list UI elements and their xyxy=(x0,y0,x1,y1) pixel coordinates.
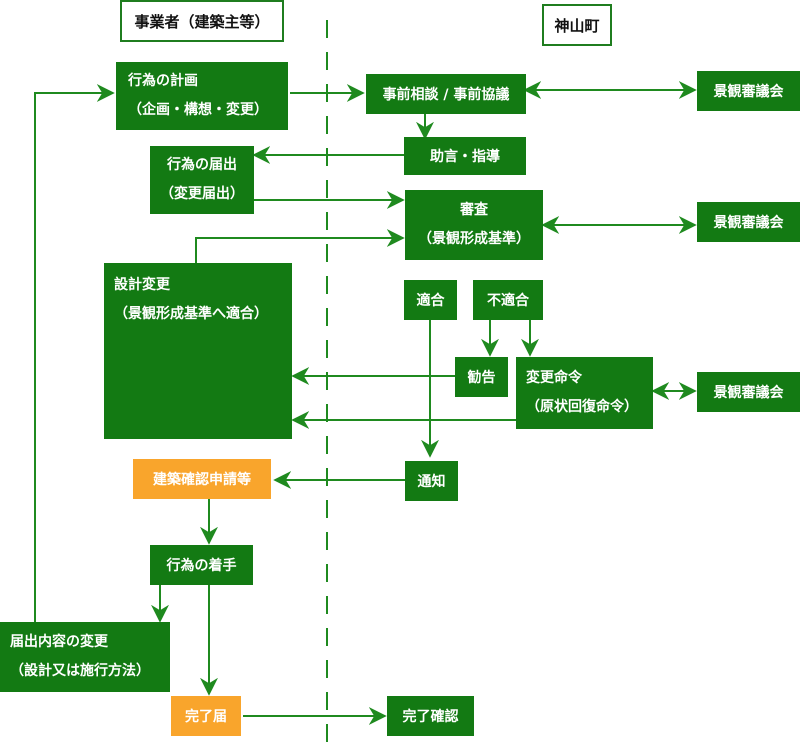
node-content-change-line2: （設計又は施行方法） xyxy=(10,663,150,679)
node-completion-check: 完了確認 xyxy=(387,696,474,736)
node-review-line2: （景観形成基準） xyxy=(418,231,530,247)
node-order: 変更命令 （原状回復命令） xyxy=(516,357,653,429)
node-council-1: 景観審議会 xyxy=(697,71,800,111)
node-plan: 行為の計画 （企画・構想・変更） xyxy=(116,62,288,130)
node-review: 審査 （景観形成基準） xyxy=(405,190,543,260)
node-design-change: 設計変更 （景観形成基準へ適合） xyxy=(104,263,292,439)
node-plan-line2: （企画・構想・変更） xyxy=(128,102,268,118)
node-content-change-line1: 届出内容の変更 xyxy=(10,634,108,650)
node-design-change-line2: （景観形成基準へ適合） xyxy=(114,306,268,322)
node-completion-report: 完了届 xyxy=(171,696,241,736)
node-council-2: 景観審議会 xyxy=(697,202,800,242)
node-council-3: 景観審議会 xyxy=(697,372,800,412)
node-notify: 行為の届出 （変更届出） xyxy=(150,146,254,214)
node-review-line1: 審査 xyxy=(460,202,488,218)
node-order-line1: 変更命令 xyxy=(526,370,582,386)
node-nonconform: 不適合 xyxy=(473,280,543,320)
arrow-design-change-to-review xyxy=(195,229,405,263)
node-advice: 助言・指導 xyxy=(404,137,526,175)
node-order-line2: （原状回復命令） xyxy=(526,399,638,415)
node-consult: 事前相談 / 事前協議 xyxy=(366,74,526,114)
node-design-change-line1: 設計変更 xyxy=(114,277,170,293)
node-notify-line1: 行為の届出 xyxy=(167,157,237,173)
node-start: 行為の着手 xyxy=(150,545,253,585)
node-conform: 適合 xyxy=(404,280,457,320)
lane-header-town: 神山町 xyxy=(542,4,612,46)
node-content-change: 届出内容の変更 （設計又は施行方法） xyxy=(0,622,170,692)
lane-header-applicant: 事業者（建築主等） xyxy=(120,0,284,42)
node-notify-line2: （変更届出） xyxy=(160,186,244,202)
node-notice: 通知 xyxy=(405,461,458,501)
node-recommend: 勧告 xyxy=(455,357,508,397)
arrow-content-change-to-plan xyxy=(34,84,115,622)
node-building-confirm: 建築確認申請等 xyxy=(133,459,271,499)
node-plan-line1: 行為の計画 xyxy=(128,73,198,89)
